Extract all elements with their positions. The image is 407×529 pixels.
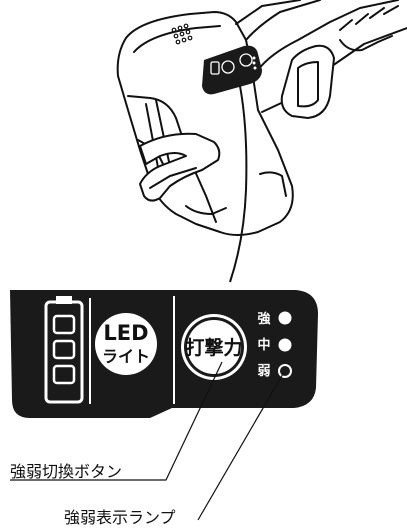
callout-label-mode-lamp: 強弱表示ランプ [64,508,176,527]
led-light-button[interactable]: LED ライト [95,313,157,375]
led-button-label-line1: LED [103,321,148,345]
led-light-button-icon [95,313,157,375]
level-lamp-group: 強 中 弱 [257,311,292,379]
callout-lines [10,361,285,521]
level-label-medium: 中 [257,337,270,353]
level-lamp-icon [278,338,292,352]
tool-control-panel-small [202,45,262,95]
level-label-weak: 弱 [257,363,270,379]
control-panel-enlarged: LED ライト 打撃力 強 中 弱 [10,290,318,418]
callout-label-mode-button: 強弱切換ボタン [10,462,123,481]
zoom-leader-line [229,85,248,283]
callout-line-mode-lamp [197,371,285,521]
callout-line-mode-button [10,361,223,481]
level-label-strong: 強 [257,311,270,327]
impact-button-label: 打撃力 [185,336,242,359]
tool-illustration [116,0,407,236]
battery-gauge-icon [44,296,84,404]
level-lamp-icon [278,311,292,325]
led-button-label-line2: ライト [102,347,150,366]
impact-force-button[interactable]: 打撃力 [181,314,247,380]
level-lamp-icon [278,364,292,378]
